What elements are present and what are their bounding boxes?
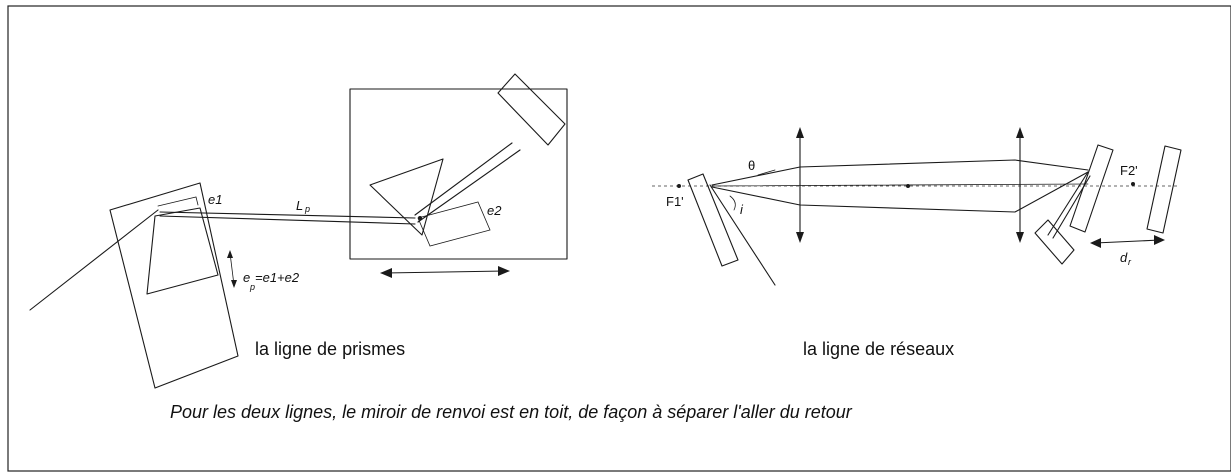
footnote: Pour les deux lignes, le miroir de renvo… — [170, 402, 853, 422]
roof-mirror-prism-line — [497, 73, 566, 146]
label-e2: e2 — [487, 203, 502, 218]
f2-point — [1131, 182, 1135, 186]
grating-1 — [687, 173, 739, 267]
label-lp: L — [296, 198, 303, 213]
incoming-beam — [29, 209, 159, 311]
translation-arrow — [384, 270, 506, 274]
label-dr: d — [1120, 250, 1128, 265]
caption-prism-line: la ligne de prismes — [255, 339, 405, 359]
caption-grating-line: la ligne de réseaux — [803, 339, 954, 359]
label-lp-sub: p — [304, 204, 310, 214]
label-ep-formula: =e1+e2 — [255, 270, 300, 285]
telescope-beam-lower — [711, 171, 1089, 213]
angle-i-arc — [729, 195, 736, 211]
incident-ray — [709, 184, 776, 286]
f1-point — [677, 184, 681, 188]
lens-1-arrow-bottom — [796, 232, 804, 243]
lens-2-arrow-bottom — [1016, 232, 1024, 243]
lens-2-arrow-top — [1016, 127, 1024, 138]
ep-arrow-head-bottom — [231, 280, 237, 288]
prism-line-group: e1 L p e2 e p =e1+e2 la ligne de prismes — [29, 73, 568, 389]
telescope-beam-mid — [711, 183, 1089, 187]
label-f2: F2' — [1120, 163, 1138, 178]
label-theta: θ — [748, 158, 755, 173]
label-ep-sub: p — [249, 282, 255, 292]
ep-arrow-head-top — [227, 250, 233, 258]
ep-arrow — [229, 252, 235, 286]
prism-2-pivot — [418, 216, 422, 220]
outer-frame — [7, 5, 1231, 472]
end-mirror — [1146, 145, 1182, 234]
beam-upper — [159, 211, 416, 219]
translation-arrow-left — [380, 268, 392, 278]
label-ep: e — [243, 270, 250, 285]
prism-1-frame — [109, 182, 239, 389]
prism-2-stage — [349, 88, 568, 260]
beam-to-mirror-2 — [417, 149, 521, 223]
e2-bracket — [417, 201, 491, 247]
grating-line-group: θ F1' i F2' d r la ligne de réseaux — [652, 127, 1182, 359]
telescope-focus — [906, 184, 910, 188]
telescope-beam-upper — [711, 159, 1089, 186]
prism-2 — [369, 158, 444, 236]
beam-to-mirror-a — [1047, 171, 1089, 236]
e1-bracket — [157, 196, 199, 207]
lens-1-arrow-top — [796, 127, 804, 138]
prism-1 — [146, 207, 219, 295]
beam-to-mirror-b — [1052, 175, 1091, 239]
translation-arrow-right — [498, 266, 510, 276]
beam-to-mirror-1 — [414, 142, 513, 216]
beam-lower — [159, 215, 416, 225]
dr-arrow-left — [1090, 238, 1101, 248]
grating-2 — [1069, 144, 1114, 233]
label-e1: e1 — [208, 192, 222, 207]
dr-arrow — [1094, 239, 1161, 244]
theta-marker — [757, 169, 776, 176]
label-f1: F1' — [666, 194, 684, 209]
label-i: i — [740, 202, 744, 217]
dr-arrow-right — [1154, 235, 1165, 245]
label-dr-sub: r — [1128, 257, 1132, 267]
roof-mirror-grating-line — [1034, 219, 1075, 265]
